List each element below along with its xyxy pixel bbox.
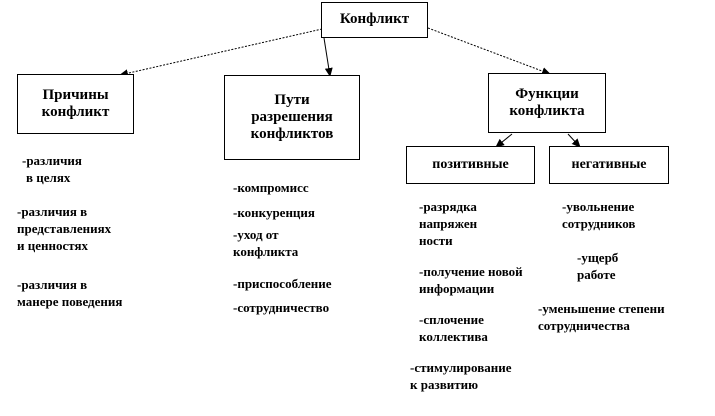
resolution-item-line: -сотрудничество	[233, 300, 330, 315]
resolution-item: -уход от конфликта	[233, 227, 298, 261]
positive-item-line: -сплочение	[419, 312, 484, 327]
negative-item-line: -ущерб	[577, 250, 619, 265]
negative-item-line: -увольнение	[562, 199, 635, 214]
positive-label: позитивные	[432, 156, 509, 172]
negative-item: -увольнение сотрудников	[562, 199, 635, 233]
negative-item-line: сотрудников	[562, 215, 636, 231]
cause-item-line: манере поведения	[17, 293, 123, 309]
negative-item-line: работе	[577, 266, 616, 282]
positive-item-line: -стимулирование	[410, 360, 512, 375]
resolution-item-line: -уход от	[233, 227, 279, 242]
positive-item-line: -получение новой	[419, 264, 523, 279]
negative-label: негативные	[571, 156, 647, 172]
cause-item-line: в целях	[26, 169, 71, 185]
resolution-item: -приспособление	[233, 276, 332, 293]
positive-item-line: ности	[419, 232, 453, 248]
positive-item: -разрядка напряжен ности	[419, 199, 477, 250]
positive-item-line: -разрядка	[419, 199, 477, 214]
resolution-title-line1: Пути	[274, 91, 310, 108]
negative-item-line: сотрудничества	[538, 317, 630, 333]
resolution-item-line: -приспособление	[233, 276, 332, 291]
arrow-to-causes	[119, 28, 323, 78]
cause-item-line: -различия в	[17, 277, 88, 292]
cause-item: -различия в представлениях и ценностях	[17, 204, 111, 255]
positive-item: -сплочение коллектива	[419, 312, 488, 346]
causes-title-line2: конфликт	[41, 104, 110, 120]
cause-item: -различия в целях	[22, 153, 82, 187]
cause-item-line: -различия	[22, 153, 82, 168]
functions-title-line2: конфликта	[509, 103, 585, 119]
resolution-item-line: -компромисс	[233, 180, 309, 195]
functions-title-line1: Функции	[515, 85, 579, 102]
resolution-item: -компромисс	[233, 180, 309, 197]
causes-title-line1: Причины	[42, 86, 109, 103]
positive-item: -стимулирование к развитию	[410, 360, 511, 394]
functions-box: Функции конфликта	[488, 73, 606, 133]
resolution-item-line: -конкуренция	[233, 205, 315, 220]
root-box: Конфликт	[321, 2, 428, 38]
negative-box: негативные	[549, 146, 669, 184]
resolution-box: Пути разрешения конфликтов	[224, 75, 360, 160]
resolution-title-line2: разрешения	[251, 108, 333, 125]
positive-item: -получение новой информации	[419, 264, 523, 298]
resolution-item: -конкуренция	[233, 205, 315, 222]
causes-box: Причины конфликт	[17, 74, 134, 134]
positive-item-line: информации	[419, 280, 495, 296]
cause-item-line: представлениях	[17, 220, 112, 236]
resolution-item: -сотрудничество	[233, 300, 329, 317]
arrow-to-positive	[495, 133, 513, 148]
positive-box: позитивные	[406, 146, 535, 184]
cause-item-line: и ценностях	[17, 237, 88, 253]
root-label: Конфликт	[339, 11, 410, 28]
negative-item: -уменьшение степени сотрудничества	[538, 301, 665, 335]
arrow-to-functions	[427, 27, 551, 75]
resolution-title-line3: конфликтов	[250, 126, 334, 143]
arrow-to-resolution	[323, 37, 333, 77]
negative-item-line: -уменьшение степени	[538, 301, 665, 316]
cause-item: -различия в манере поведения	[17, 277, 122, 311]
positive-item-line: коллектива	[419, 328, 488, 344]
positive-item-line: к развитию	[410, 376, 479, 392]
arrow-to-negative	[567, 133, 581, 148]
cause-item-line: -различия в	[17, 204, 88, 219]
positive-item-line: напряжен	[419, 215, 478, 231]
resolution-item-line: конфликта	[233, 243, 299, 259]
negative-item: -ущерб работе	[577, 250, 618, 284]
